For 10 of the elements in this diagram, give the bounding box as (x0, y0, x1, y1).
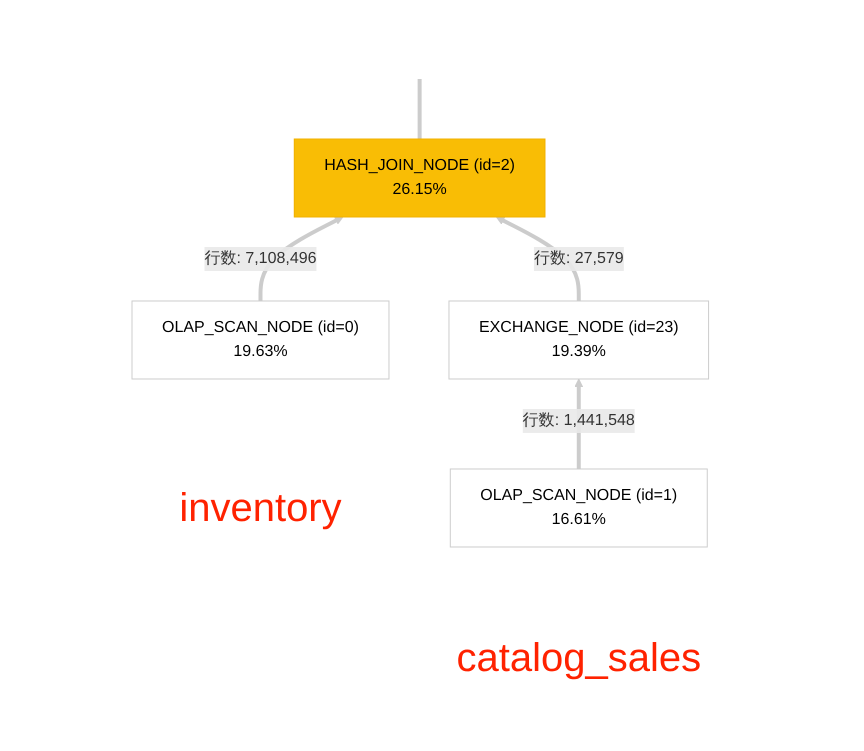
edge-label: 行数: 1,441,548 (523, 411, 636, 428)
node-box: OLAP_SCAN_NODE (id=1) 16.61% (450, 468, 708, 547)
node-box: HASH_JOIN_NODE (id=2) 26.15% (294, 138, 546, 217)
node-box: OLAP_SCAN_NODE (id=0) 19.63% (132, 300, 390, 379)
node-label: catalog_sales (456, 635, 702, 680)
node-label: inventory (180, 485, 342, 530)
node-box: EXCHANGE_NODE (id=23) 19.39% (448, 300, 710, 379)
edge-label: 行数: 7,108,496 (204, 249, 317, 266)
connector (418, 78, 422, 138)
edge-label: 行数: 27,579 (534, 249, 624, 266)
